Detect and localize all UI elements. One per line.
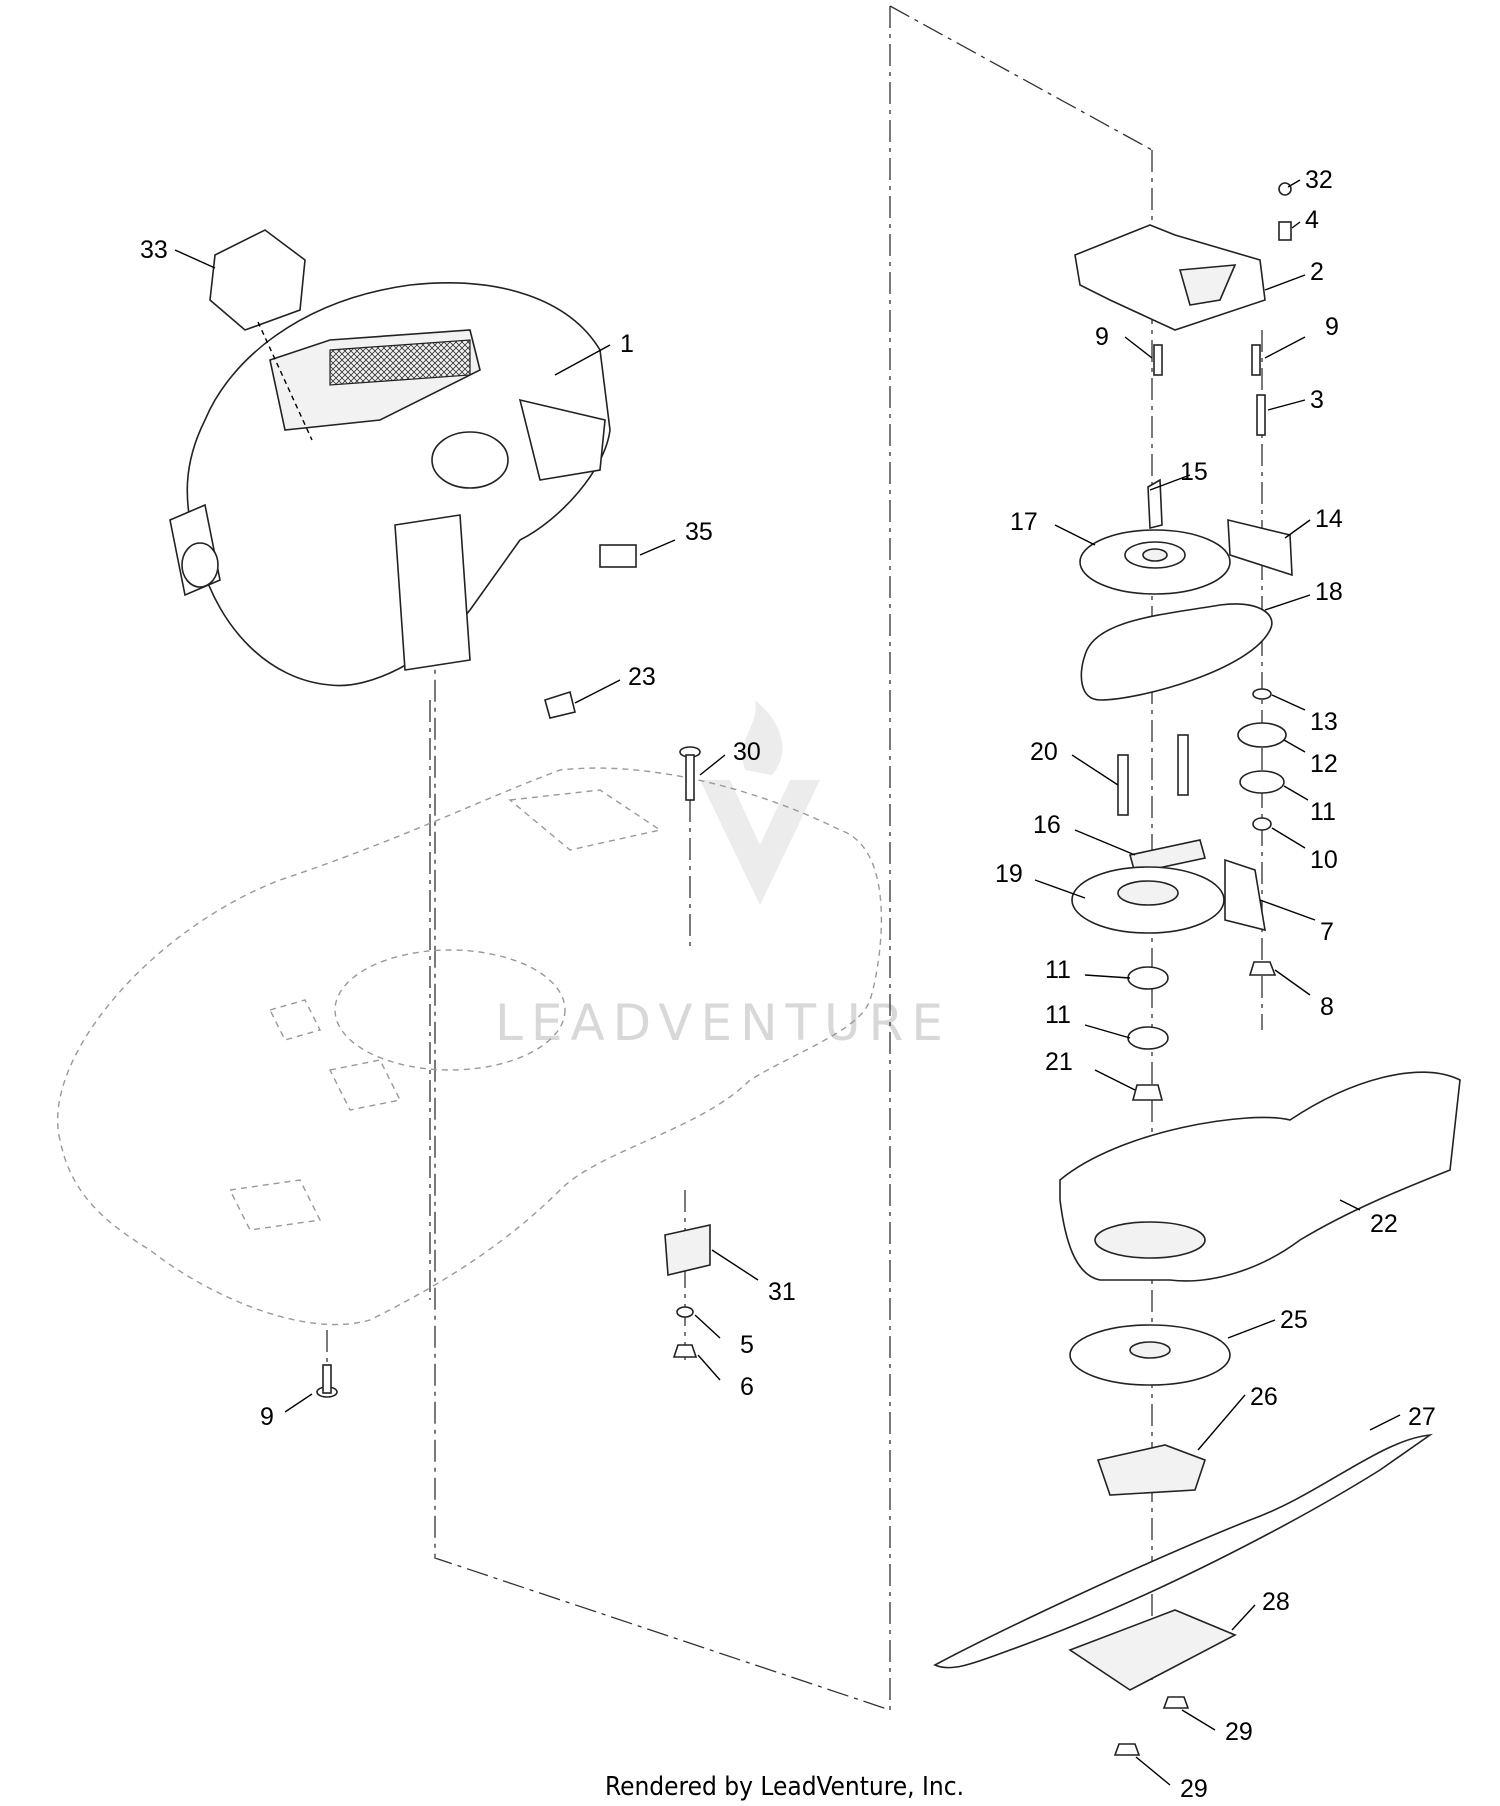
washer-13 — [1252, 688, 1272, 700]
idler-arm-7 — [1224, 858, 1266, 932]
panel-boundary-top — [889, 5, 1153, 151]
callout-11a: 11 — [1310, 798, 1336, 826]
callout-7: 7 — [1320, 918, 1334, 946]
callout-8: 8 — [1320, 993, 1334, 1021]
callout-17: 17 — [1010, 508, 1038, 536]
callout-11b: 11 — [1045, 956, 1071, 984]
callout-labels: 33 1 35 23 30 31 5 6 9 32 4 2 9 9 3 15 1… — [140, 166, 1436, 1803]
callout-16: 16 — [1033, 811, 1061, 839]
mower-deck-outline — [57, 767, 883, 1326]
pin-15 — [1147, 478, 1163, 530]
nut-8 — [1248, 961, 1277, 976]
blade-adapter-25-hub — [1129, 1341, 1171, 1359]
callout-4: 4 — [1305, 206, 1319, 234]
nut-21 — [1131, 1084, 1164, 1101]
callout-19: 19 — [995, 860, 1023, 888]
callout-14: 14 — [1315, 505, 1343, 533]
blade-27 — [933, 1433, 1433, 1669]
callout-1: 1 — [620, 330, 634, 358]
callout-15: 15 — [1180, 458, 1208, 486]
callout-29b: 29 — [1180, 1775, 1208, 1803]
nut-29b — [1113, 1743, 1141, 1756]
bolt-20a — [1117, 754, 1129, 816]
bracket-31 — [664, 1224, 711, 1276]
nut-29a — [1162, 1696, 1190, 1709]
callout-18: 18 — [1315, 578, 1343, 606]
belt-housing-22-opening — [1094, 1221, 1206, 1259]
callout-9-left: 9 — [260, 1403, 274, 1431]
callout-13: 13 — [1310, 708, 1338, 736]
bracket-14 — [1227, 518, 1293, 577]
bolt-20b — [1177, 734, 1189, 796]
panel-boundary — [434, 6, 891, 1711]
blade-holder-26 — [1096, 1444, 1207, 1496]
callout-11c: 11 — [1045, 1001, 1071, 1029]
leader-lines — [174, 179, 1401, 1786]
decal-33-leader — [257, 321, 313, 441]
callout-9-r2: 9 — [1325, 313, 1339, 341]
bolt-30 — [679, 746, 701, 801]
callout-32: 32 — [1305, 166, 1333, 194]
callout-2: 2 — [1310, 258, 1324, 286]
spacer-4 — [1278, 221, 1292, 241]
callout-12: 12 — [1310, 750, 1338, 778]
callout-33: 33 — [140, 236, 168, 264]
engine-grill-mesh — [329, 339, 471, 386]
callout-31: 31 — [768, 1278, 796, 1306]
callout-10: 10 — [1310, 846, 1338, 874]
stiffener-28 — [1068, 1609, 1237, 1691]
watermark-flame — [742, 700, 783, 775]
callout-5: 5 — [740, 1331, 754, 1359]
callout-6: 6 — [740, 1373, 754, 1401]
nut-32 — [1278, 182, 1292, 196]
callout-23: 23 — [628, 663, 656, 691]
nut-6 — [672, 1344, 698, 1358]
bracket-23 — [544, 690, 576, 719]
pulley-19 — [1071, 866, 1225, 934]
callout-21: 21 — [1045, 1048, 1073, 1076]
mount-plate-2-cutout — [1178, 264, 1237, 306]
washer-5 — [676, 1306, 694, 1318]
decal-35 — [599, 544, 637, 568]
callout-28: 28 — [1262, 1588, 1290, 1616]
callout-26: 26 — [1250, 1383, 1278, 1411]
stud-3 — [1256, 394, 1266, 436]
bearing-housing-12 — [1237, 722, 1287, 748]
bearing-11b — [1127, 966, 1169, 990]
bolt-9-r1 — [1153, 344, 1163, 376]
bolt-9-r2 — [1251, 344, 1261, 376]
callout-25: 25 — [1280, 1306, 1308, 1334]
callout-29a: 29 — [1225, 1718, 1253, 1746]
callout-35: 35 — [685, 518, 713, 546]
engine-assembly — [169, 282, 611, 687]
watermark-logo — [700, 780, 820, 905]
callout-9-r1: 9 — [1095, 323, 1109, 351]
bearing-11a — [1239, 770, 1285, 794]
spacer-10 — [1252, 817, 1272, 831]
bearing-11c — [1127, 1026, 1169, 1050]
watermark-text: LEADVENTURE — [495, 994, 951, 1052]
footer-credit: Rendered by LeadVenture, Inc. — [605, 1772, 964, 1802]
callout-30: 30 — [733, 738, 761, 766]
belt-18 — [1080, 603, 1273, 701]
callout-3: 3 — [1310, 386, 1324, 414]
mount-plate-2 — [1074, 224, 1266, 331]
callout-22: 22 — [1370, 1210, 1398, 1238]
callout-27: 27 — [1408, 1403, 1436, 1431]
bolt-9-left — [316, 1364, 338, 1398]
decal-33 — [209, 229, 306, 331]
pulley-17 — [1079, 529, 1231, 595]
callout-20: 20 — [1030, 738, 1058, 766]
